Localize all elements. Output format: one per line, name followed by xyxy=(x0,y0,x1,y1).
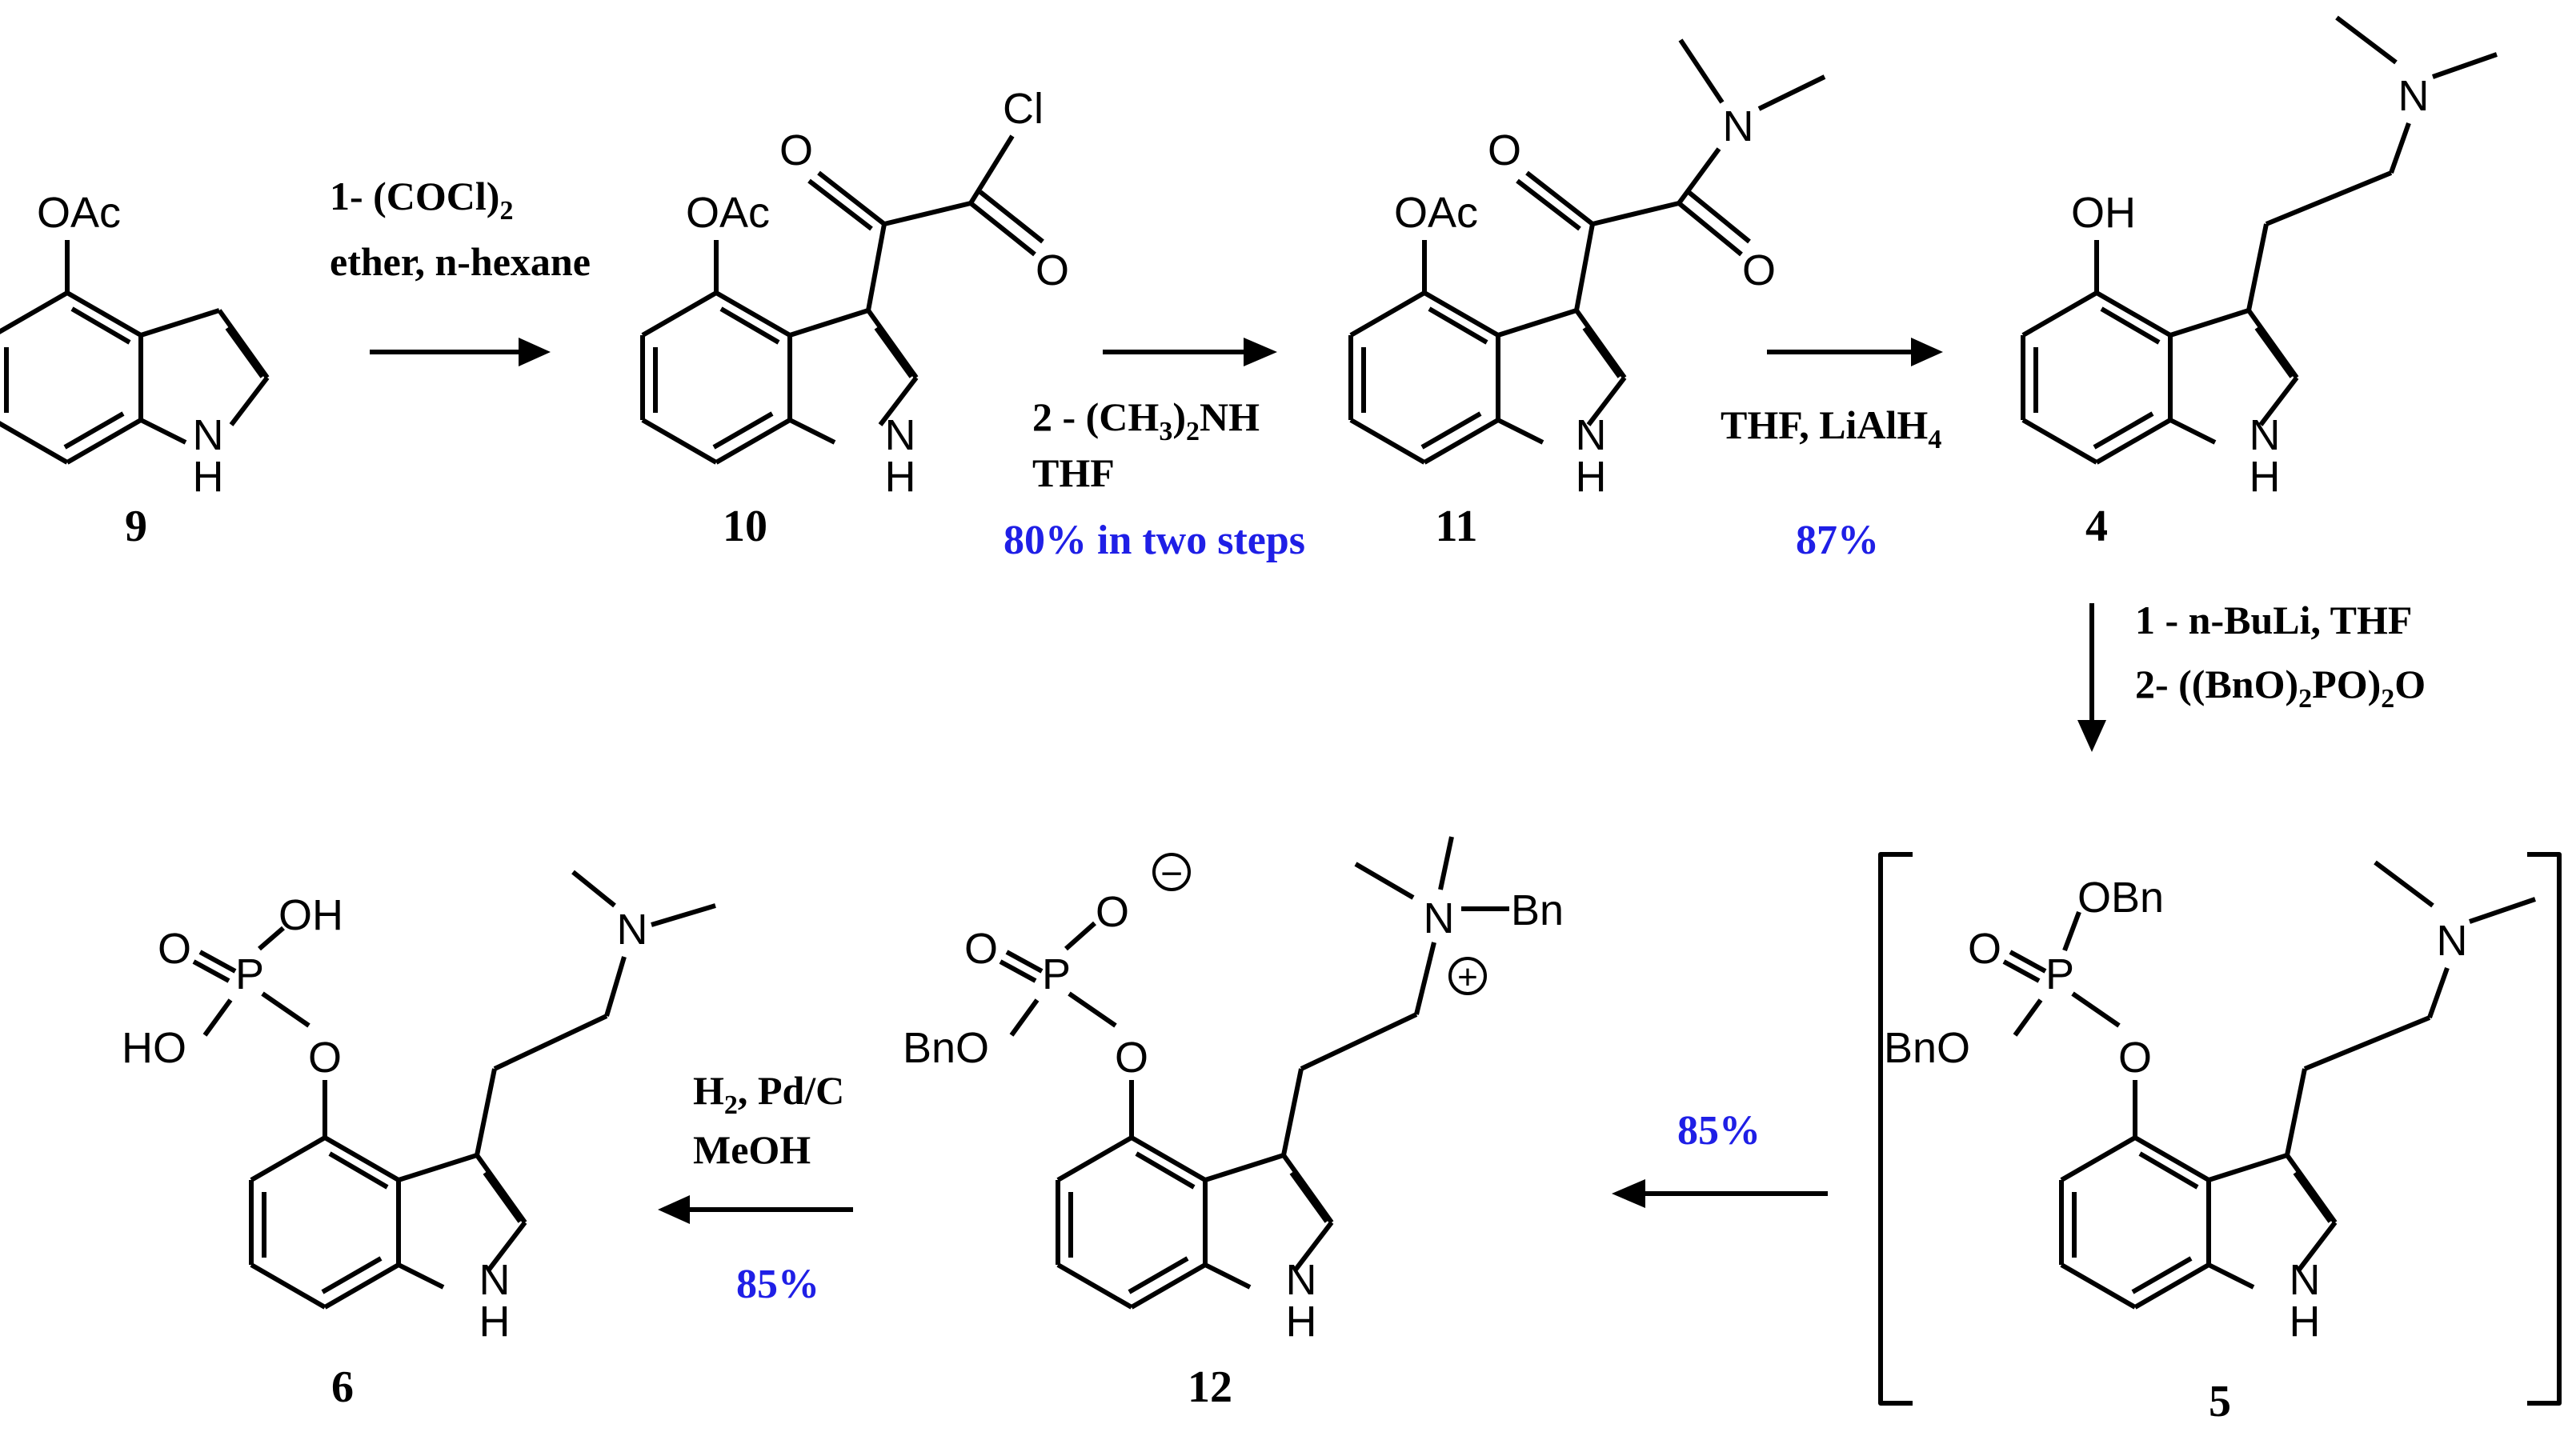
solvent-methanol: MeOH xyxy=(693,1127,811,1172)
step-4: 1 - n-BuLi, THF 2- ((BnO)2PO)2O xyxy=(2077,598,2426,752)
reagent-nbuli: 1 - n-BuLi, THF xyxy=(2135,598,2412,642)
compound-number: 4 xyxy=(2085,502,2108,551)
indole-h-label: H xyxy=(1286,1298,1317,1346)
ketone-o-label: O xyxy=(1488,126,1521,174)
positive-charge-sign: + xyxy=(1457,958,1478,997)
hydroxy-label: OH xyxy=(2071,189,2136,237)
positive-charge-icon xyxy=(1448,957,1487,995)
yield-label: 87% xyxy=(1796,518,1879,563)
compound-9: OAc N H 9 xyxy=(0,189,267,551)
arrow-head xyxy=(1244,338,1277,366)
compound-number: 5 xyxy=(2209,1377,2231,1426)
step-3: THF, LiAlH4 87% xyxy=(1721,338,1943,563)
amide-n-label: N xyxy=(1723,102,1754,150)
compound-number: 12 xyxy=(1188,1362,1232,1412)
indole-h-label: H xyxy=(479,1298,511,1346)
phosphate-o-anion-label: O xyxy=(1096,888,1129,936)
benzyl-label: Bn xyxy=(1511,886,1564,934)
compound-6: O P O OH HO N N H 6 xyxy=(122,870,716,1412)
indole-h-label: H xyxy=(2290,1298,2321,1346)
phosphoryl-o-label: O xyxy=(964,925,998,973)
compound-number: 10 xyxy=(723,502,767,551)
compound-5: O P O OBn BnO N N H 5 xyxy=(1878,852,2562,1426)
ketone-o-label: O xyxy=(779,126,813,174)
step-5: 85% xyxy=(1612,1108,1828,1208)
left-bracket xyxy=(1878,852,1913,1406)
phosphoryl-o-label: O xyxy=(158,925,191,973)
reagent-oxalyl-chloride: 1- (COCl)2 xyxy=(330,174,513,226)
indole-h-label: H xyxy=(885,453,916,501)
compound-number: 6 xyxy=(331,1362,354,1412)
chlorine-label: Cl xyxy=(1003,85,1044,133)
aryl-o-label: O xyxy=(308,1034,342,1082)
solvent-ether-hexane: ether, n-hexane xyxy=(330,239,591,284)
step-6: H2, Pd/C MeOH 85% xyxy=(658,1068,853,1307)
solvent-thf: THF xyxy=(1032,450,1115,495)
reagent-hydrogen-pdc: H2, Pd/C xyxy=(693,1068,844,1120)
aryl-o-label: O xyxy=(1115,1034,1148,1082)
reagent-dimethylamine: 2 - (CH3)2NH xyxy=(1032,394,1260,446)
step-2: 2 - (CH3)2NH THF 80% in two steps xyxy=(1004,338,1305,563)
indole-h-label: H xyxy=(193,453,224,501)
reagent-lialh4: THF, LiAlH4 xyxy=(1721,402,1941,454)
negative-charge-sign: − xyxy=(1160,853,1183,895)
compound-4: OH N N H 4 xyxy=(2023,15,2498,551)
indole-n-label: N xyxy=(885,411,916,459)
compound-11: OAc O O N N H 11 xyxy=(1351,38,1826,551)
indole-n-label: N xyxy=(2290,1256,2321,1304)
arrow-head xyxy=(1612,1179,1645,1208)
acetoxy-label: OAc xyxy=(37,189,121,237)
arrow-head xyxy=(2077,720,2106,752)
indole-h-label: H xyxy=(1576,453,1607,501)
hydroxy-label-2: HO xyxy=(122,1024,186,1072)
arrow-head xyxy=(658,1195,690,1224)
step-1: 1- (COCl)2 ether, n-hexane xyxy=(330,174,591,366)
benzyloxy-label: BnO xyxy=(903,1024,989,1072)
hydroxy-label: OH xyxy=(278,891,343,939)
compound-10: OAc O O Cl N H 10 xyxy=(643,85,1069,551)
arrow-head xyxy=(1911,338,1943,366)
indole-n-label: N xyxy=(1286,1256,1317,1304)
amine-n-label: N xyxy=(617,906,648,954)
aryl-o-label: O xyxy=(2118,1034,2152,1082)
benzyloxy-label: OBn xyxy=(2077,874,2164,922)
compound-12: O P O O − BnO N Bn + N H 12 xyxy=(903,836,1564,1412)
right-bracket xyxy=(2527,852,2562,1406)
amine-n-label: N xyxy=(2437,917,2468,965)
compound-number: 11 xyxy=(1436,502,1478,551)
acyl-o-label: O xyxy=(1036,246,1069,294)
acetoxy-label: OAc xyxy=(1394,189,1478,237)
amide-o-label: O xyxy=(1742,246,1776,294)
yield-label: 80% in two steps xyxy=(1004,518,1305,563)
indole-h-label: H xyxy=(2249,453,2281,501)
indole-n-label: N xyxy=(2249,411,2281,459)
yield-label: 85% xyxy=(736,1262,819,1307)
phosphoryl-o-label: O xyxy=(1968,925,2001,973)
yield-label: 85% xyxy=(1677,1108,1761,1154)
ammonium-n-label: N xyxy=(1424,894,1455,942)
benzyloxy-label-2: BnO xyxy=(1884,1024,1970,1072)
reagent-dibenzyl-pyrophosphate: 2- ((BnO)2PO)2O xyxy=(2135,662,2426,714)
arrow-head xyxy=(519,338,551,366)
indole-n-label: N xyxy=(193,411,224,459)
indole-n-label: N xyxy=(479,1256,511,1304)
indole-n-label: N xyxy=(1576,411,1607,459)
acetoxy-label: OAc xyxy=(686,189,770,237)
phosphorus-label: P xyxy=(235,950,264,998)
negative-charge-icon xyxy=(1152,853,1191,891)
amine-n-label: N xyxy=(2398,72,2430,120)
phosphorus-label: P xyxy=(1042,950,1071,998)
phosphorus-label: P xyxy=(2045,950,2074,998)
compound-number: 9 xyxy=(125,502,147,551)
